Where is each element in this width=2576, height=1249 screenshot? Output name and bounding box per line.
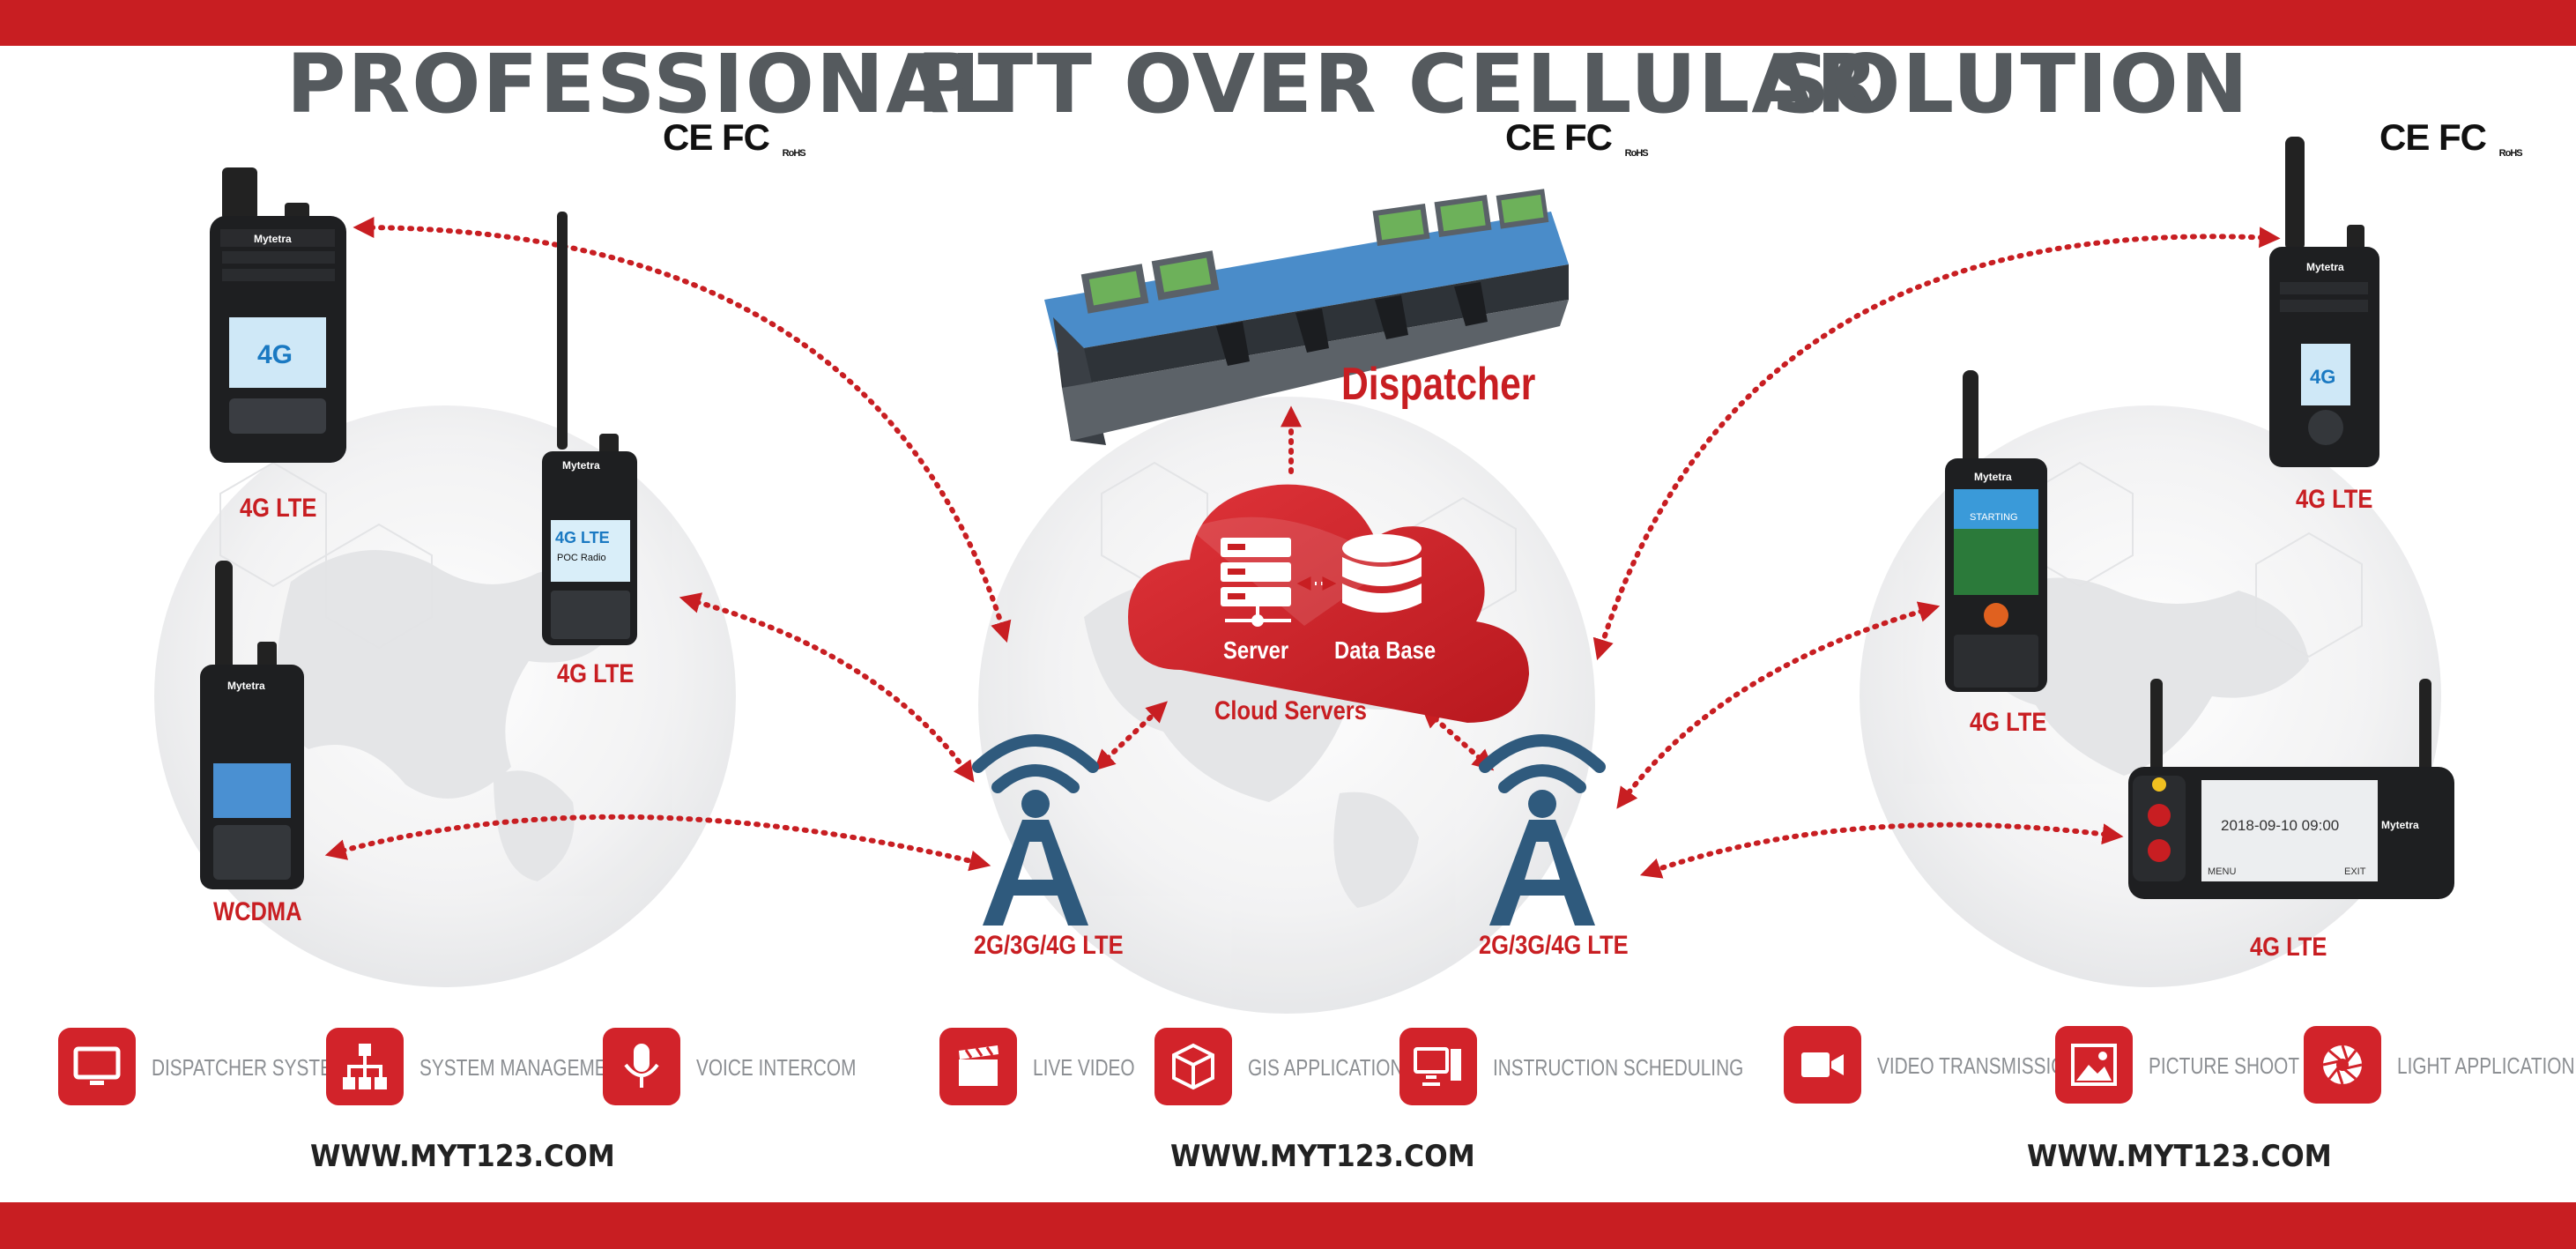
feature-label: LIGHT APPLICATION bbox=[2397, 1052, 2575, 1079]
ce-fc-marks: CE FC bbox=[1505, 116, 1613, 158]
svg-text:MENU: MENU bbox=[2208, 866, 2236, 877]
connection-lines bbox=[324, 217, 2281, 879]
svg-text:2018-09-10 09:00: 2018-09-10 09:00 bbox=[2221, 817, 2339, 834]
clapperboard-icon bbox=[939, 1028, 1017, 1105]
feature-label: INSTRUCTION SCHEDULING bbox=[1493, 1054, 1744, 1081]
svg-text:STARTING: STARTING bbox=[1970, 512, 2018, 523]
bottom-red-band bbox=[0, 1202, 2576, 1249]
svg-text:POC Radio: POC Radio bbox=[557, 553, 606, 563]
feature-label: SYSTEM MANAGEMENT bbox=[419, 1054, 632, 1081]
svg-text:4G LTE: 4G LTE bbox=[555, 529, 610, 546]
microphone-icon bbox=[603, 1028, 680, 1105]
radio-right-top-image: Mytetra 4G bbox=[2269, 137, 2384, 476]
website-url-left[interactable]: WWW.MYT123.COM bbox=[310, 1139, 615, 1174]
certification-marks-right: CE FC RoHS bbox=[2379, 116, 2523, 159]
server-label: Server bbox=[1223, 636, 1289, 664]
org-chart-icon bbox=[326, 1028, 404, 1105]
svg-text:4G: 4G bbox=[2310, 366, 2335, 388]
label-left-bottom-network: WCDMA bbox=[213, 897, 302, 926]
certification-marks-center: CE FC RoHS bbox=[1505, 116, 1649, 159]
website-url-center[interactable]: WWW.MYT123.COM bbox=[1170, 1139, 1475, 1174]
cube-icon bbox=[1154, 1028, 1232, 1105]
website-url-right[interactable]: WWW.MYT123.COM bbox=[2027, 1139, 2332, 1174]
radio-left-bottom-image: Mytetra bbox=[196, 561, 310, 900]
svg-text:Mytetra: Mytetra bbox=[2306, 261, 2344, 273]
ce-fc-marks: CE FC bbox=[663, 116, 770, 158]
radio-left-mid-image: Mytetra 4G LTE POC Radio bbox=[538, 212, 643, 657]
tower-right-label: 2G/3G/4G LTE bbox=[1479, 931, 1629, 960]
aperture-icon bbox=[2304, 1026, 2381, 1104]
cloud-servers-label: Cloud Servers bbox=[1214, 696, 1367, 725]
monitor-icon bbox=[58, 1028, 136, 1105]
feature-label: PICTURE SHOOT bbox=[2149, 1052, 2300, 1079]
feature-label: GIS APPLICATION bbox=[1248, 1054, 1404, 1081]
svg-text:Mytetra: Mytetra bbox=[254, 233, 292, 245]
top-red-band bbox=[0, 0, 2576, 46]
label-left-mid-network: 4G LTE bbox=[557, 659, 635, 688]
label-left-top-network: 4G LTE bbox=[240, 494, 317, 523]
svg-text:4G: 4G bbox=[257, 340, 293, 369]
label-right-bottom-network: 4G LTE bbox=[2250, 933, 2327, 962]
feature-label: LIVE VIDEO bbox=[1033, 1054, 1135, 1081]
desktop-computer-icon bbox=[1399, 1028, 1477, 1105]
svg-text:EXIT: EXIT bbox=[2344, 866, 2366, 877]
database-label: Data Base bbox=[1334, 636, 1436, 664]
cell-tower-left-icon bbox=[972, 734, 1099, 926]
certification-marks-left: CE FC RoHS bbox=[663, 116, 806, 159]
feature-label: VOICE INTERCOM bbox=[696, 1054, 857, 1081]
cloud-servers-icon bbox=[1128, 484, 1529, 723]
phone-right-mid-image: Mytetra STARTING bbox=[1943, 370, 2049, 701]
svg-text:Mytetra: Mytetra bbox=[227, 680, 265, 692]
svg-text:Mytetra: Mytetra bbox=[1974, 471, 2012, 483]
picture-icon bbox=[2055, 1026, 2133, 1104]
mobile-radio-right-bottom-image: 2018-09-10 09:00 MENU EXIT Mytetra bbox=[2124, 679, 2459, 912]
title-word-solution: SOLUTION bbox=[1771, 37, 2250, 131]
video-camera-icon bbox=[1784, 1026, 1861, 1104]
radio-left-top-image: Mytetra 4G bbox=[210, 167, 351, 472]
dispatcher-console-image bbox=[1044, 189, 1569, 445]
label-right-top-network: 4G LTE bbox=[2296, 485, 2373, 514]
dispatcher-label: Dispatcher bbox=[1341, 359, 1536, 410]
title-word-ptt-over-cellular: PTT OVER CELLULAR bbox=[917, 37, 1881, 131]
feature-label: DISPATCHER SYSTEM bbox=[152, 1054, 348, 1081]
title-word-professional: PROFESSIONAL bbox=[286, 37, 1004, 131]
feature-label: VIDEO TRANSMISSION bbox=[1877, 1052, 2079, 1079]
rohs-mark: RoHS bbox=[1624, 148, 1649, 159]
ce-fc-marks: CE FC bbox=[2379, 116, 2487, 158]
cell-tower-right-icon bbox=[1479, 734, 1606, 926]
svg-text:Mytetra: Mytetra bbox=[562, 459, 600, 472]
rohs-mark: RoHS bbox=[2498, 148, 2523, 159]
label-right-mid-network: 4G LTE bbox=[1970, 708, 2047, 737]
svg-text:Mytetra: Mytetra bbox=[2381, 819, 2419, 831]
tower-left-label: 2G/3G/4G LTE bbox=[974, 931, 1124, 960]
rohs-mark: RoHS bbox=[782, 148, 806, 159]
